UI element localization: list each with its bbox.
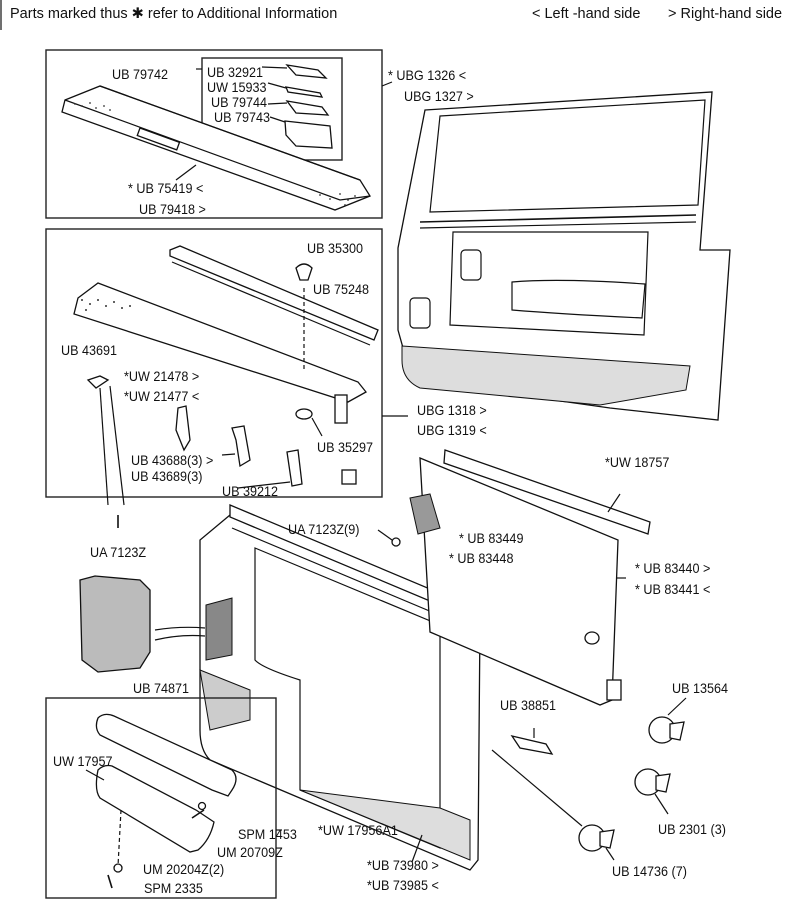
part-label: SPM 2335 [144,880,203,896]
leader-ub43688 [221,453,236,456]
part-label: *UW 21477 < [124,388,200,404]
speaker-grille-ub74871 [79,575,206,673]
screw-spm1453 [191,809,205,819]
leader-ub43691-b [109,385,125,506]
part-label: UW 15933 [207,79,267,95]
part-label: UB 39212 [222,483,279,499]
leader-ub35297 [311,417,323,437]
part-label: * UB 83440 > [635,560,711,576]
leader-ubg1326 [381,81,393,87]
group-title-label: * UBG 1326 < [388,67,467,83]
part-label: UB 43689(3) [131,468,203,484]
leader-ub73980 [411,834,423,863]
part-label: UB 14736 (7) [612,863,687,879]
clip-ub43691 [86,375,110,389]
brackets-ub43688 [175,405,357,487]
group-title-label: UBG 1319 < [417,422,487,438]
armrest-pad [95,713,237,797]
part-label: UA 7123Z(9) [288,521,360,537]
part-label: UB 35300 [307,240,364,256]
backboard-top-strip [443,449,651,535]
screw-spm2335 [107,874,113,889]
part-label: * UB 83441 < [635,581,711,597]
leader-ub14736 [491,749,583,827]
leader-ub43691-a [99,387,109,506]
part-label: UB 75248 [313,281,370,297]
group-box-top-capping [45,49,383,219]
group-title-label: UBG 1318 > [417,402,487,418]
washer-um20709z [197,801,207,811]
washer-um20204z [113,863,123,873]
lower-capping-part [73,282,367,424]
seal-ub38851 [510,734,554,755]
part-label: *UW 18757 [605,454,670,470]
part-label: UW 17957 [53,753,113,769]
leader-ub75419 [175,164,197,181]
part-label: UM 20204Z(2) [143,861,225,877]
part-label: UB 79742 [112,66,169,82]
door-backboard [409,449,651,706]
part-label: UB 79744 [211,94,268,110]
door-shell [397,91,731,421]
group-box-armrest [45,697,277,899]
top-capping-part [61,85,371,211]
nut-ub35297 [295,408,313,420]
tray-parts [196,64,333,149]
armrest-base [95,764,215,853]
part-label: UB 38851 [500,697,557,713]
part-label: UB 43691 [61,342,118,358]
part-label: *UB 73985 < [367,877,439,893]
legend-left-hand: < Left -hand side [532,6,641,22]
part-label: UB 79743 [214,109,271,125]
clip-ub2301 [634,768,671,796]
group-box-lower-capping [45,228,383,498]
capping-slot [136,127,181,151]
additional-info-note: Parts marked thus ✱ refer to Additional … [10,6,338,22]
group-title-label: UBG 1327 > [404,88,474,104]
part-label: * UB 83448 [449,550,514,566]
lower-capping-rail [169,245,379,346]
part-label: UB 35297 [317,439,374,455]
speaker-grille [205,597,233,661]
screw-ua7123z9 [377,529,393,541]
leader-uw18757 [607,493,621,513]
legend-right-hand: > Right-hand side [668,6,783,22]
part-label: *UW 21478 > [124,368,200,384]
part-label: * UB 75419 < [128,180,204,196]
part-label: * UB 83449 [459,530,524,546]
part-label: UB 43688(3) > [131,452,214,468]
part-label: UB 74871 [133,680,190,696]
part-label: SPM 1453 [238,826,297,842]
group-title-label: *UW 17956A1 [318,822,398,838]
leader-uw17957 [85,769,105,781]
part-label: UA 7123Z [90,544,147,560]
part-label: UB 79418 > [139,201,206,217]
part-label: UM 20709Z [217,844,283,860]
clip-ub13564 [648,716,685,744]
part-label: UB 32921 [207,64,264,80]
part-label: UB 13564 [672,680,729,696]
part-label: *UB 73980 > [367,857,439,873]
door-trim-panel [199,504,481,871]
handle-escutcheon [409,493,441,535]
part-label: UB 2301 (3) [658,821,726,837]
clip-ub35300 [295,263,313,281]
leader-ub39212 [237,481,291,489]
clip-ub14736 [578,824,615,852]
